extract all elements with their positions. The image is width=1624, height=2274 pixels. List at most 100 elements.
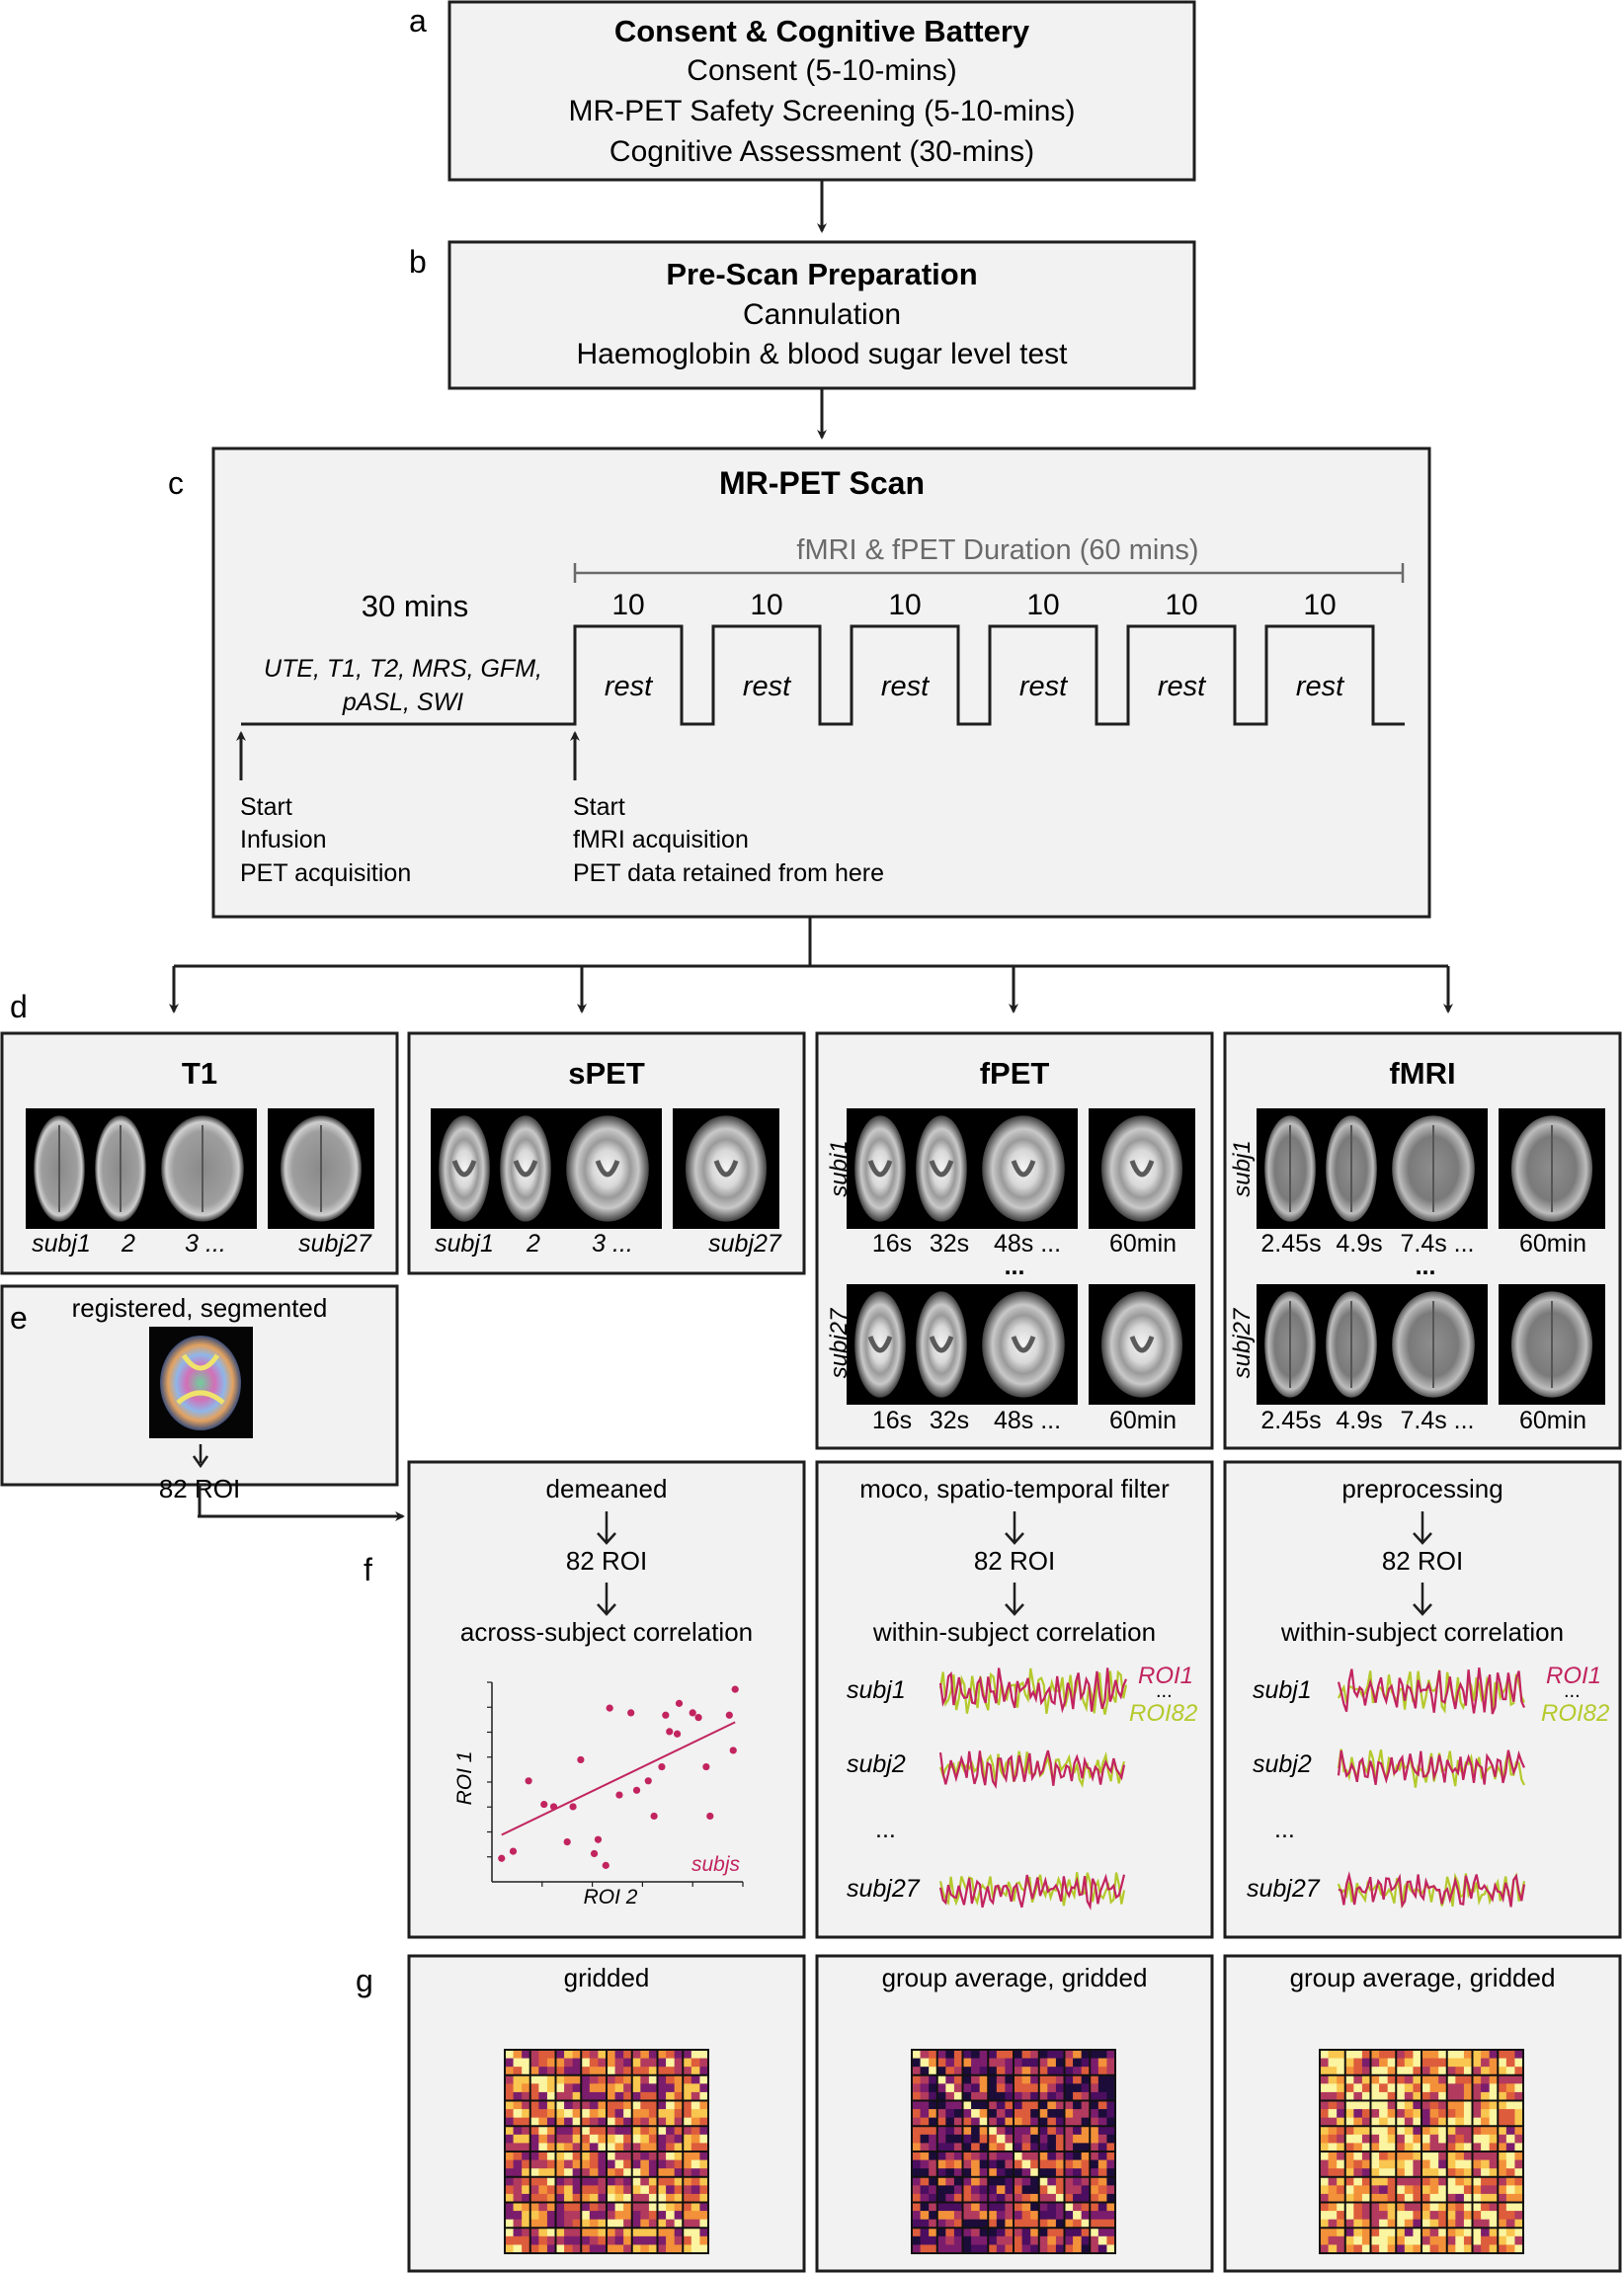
- fmri-matrix-cell: [1320, 2202, 1330, 2212]
- spet-matrix-cell: [699, 2235, 709, 2245]
- fpet-scan-b-1-brain: [854, 1291, 906, 1398]
- fpet-matrix-cell: [988, 2219, 998, 2229]
- fmri-matrix-cell: [1320, 2091, 1330, 2101]
- fpet-ts-roi1-subj1: [938, 1667, 1128, 1714]
- fmri-matrix-cell: [1404, 2219, 1414, 2229]
- fmri-matrix-cell: [1514, 2126, 1524, 2136]
- spet-matrix-cell: [690, 2159, 700, 2169]
- fpet-matrix-cell: [979, 2074, 989, 2084]
- fpet-matrix-cell: [1081, 2159, 1091, 2169]
- fpet-matrix-cell: [1014, 2228, 1023, 2237]
- spet-matrix-cell: [513, 2168, 523, 2178]
- fpet-matrix-cell: [1064, 2235, 1074, 2245]
- fpet-matrix-cell: [1090, 2211, 1099, 2221]
- fmri-matrix-cell: [1361, 2091, 1371, 2101]
- spet-matrix-cell: [623, 2058, 633, 2068]
- spet-matrix-cell: [538, 2202, 548, 2212]
- fmri-matrix-cell: [1370, 2100, 1380, 2110]
- fmri-matrix-cell: [1387, 2244, 1397, 2254]
- fpet-matrix-cell: [936, 2143, 946, 2152]
- spet-matrix-cell: [505, 2083, 515, 2093]
- fpet-step-2: 82 ROI: [974, 1546, 1055, 1576]
- spet-matrix-cell: [666, 2058, 676, 2068]
- spet-matrix-cell: [505, 2228, 515, 2237]
- spet-matrix-cell: [529, 2193, 539, 2203]
- spet-matrix-cell: [607, 2074, 616, 2084]
- fpet-matrix-cell: [945, 2168, 955, 2178]
- fpet-matrix-cell: [1097, 2202, 1107, 2212]
- spet-matrix-cell: [589, 2074, 599, 2084]
- spet-matrix-cell: [666, 2159, 676, 2169]
- spet-matrix-cell: [546, 2050, 556, 2060]
- fmri-matrix-cell: [1337, 2211, 1346, 2221]
- spet-matrix-cell: [607, 2067, 616, 2076]
- spet-matrix-cell: [683, 2244, 692, 2254]
- fpet-matrix-cell: [1097, 2152, 1107, 2161]
- fpet-matrix-cell: [962, 2219, 972, 2229]
- fpet-matrix-cell: [1047, 2176, 1057, 2186]
- fpet-matrix-cell: [996, 2067, 1006, 2076]
- scatter-point: [627, 1709, 635, 1717]
- spet-matrix-cell: [538, 2159, 548, 2169]
- fpet-matrix-cell: [962, 2126, 972, 2136]
- fpet-matrix-cell: [920, 2176, 930, 2186]
- fpet-matrix-cell: [988, 2185, 998, 2195]
- fpet-matrix-cell: [1097, 2168, 1107, 2178]
- fpet-matrix-cell: [1097, 2083, 1107, 2093]
- spet-matrix-cell: [623, 2109, 633, 2119]
- spet-matrix-cell: [564, 2176, 574, 2186]
- fmri-matrix-cell: [1396, 2143, 1406, 2152]
- fpet-matrix-cell: [1064, 2211, 1074, 2221]
- spet-matrix-cell: [607, 2219, 616, 2229]
- fpet-matrix-cell: [971, 2100, 981, 2110]
- fmri-matrix-cell: [1387, 2176, 1397, 2186]
- fpet-matrix-cell: [936, 2211, 946, 2221]
- fmri-matrix-cell: [1455, 2109, 1465, 2119]
- sequences-line-2: pASL, SWI: [342, 689, 463, 716]
- spet-matrix-cell: [657, 2117, 667, 2127]
- fpet-matrix-cell: [1021, 2219, 1031, 2229]
- fmri-matrix-cell: [1472, 2091, 1482, 2101]
- spet-matrix-cell: [513, 2117, 523, 2127]
- t1-label-3: 3 ...: [185, 1230, 226, 1258]
- fmri-matrix-cell: [1489, 2117, 1499, 2127]
- spet-matrix-cell: [614, 2134, 624, 2144]
- fpet-matrix-cell: [912, 2091, 922, 2101]
- spet-matrix-cell: [631, 2159, 641, 2169]
- fmri-matrix-cell: [1344, 2083, 1354, 2093]
- spet-matrix-cell: [513, 2050, 523, 2060]
- fpet-matrix-cell: [1097, 2235, 1107, 2245]
- spet-matrix-cell: [648, 2109, 658, 2119]
- fpet-matrix-cell: [945, 2185, 955, 2195]
- fmri-matrix-cell: [1489, 2109, 1499, 2119]
- fpet-matrix-cell: [971, 2168, 981, 2178]
- fpet-matrix-cell: [912, 2117, 922, 2127]
- spet-step-3: across-subject correlation: [460, 1617, 753, 1647]
- spet-matrix-cell: [640, 2193, 650, 2203]
- fpet-matrix-cell: [1064, 2185, 1074, 2195]
- fmri-matrix-cell: [1472, 2083, 1482, 2093]
- spet-matrix-cell: [631, 2109, 641, 2119]
- fpet-matrix-cell: [988, 2091, 998, 2101]
- fmri-matrix-cell: [1489, 2134, 1499, 2144]
- fpet-matrix-cell: [1038, 2202, 1048, 2212]
- spet-matrix-cell: [631, 2050, 641, 2060]
- fpet-matrix-cell: [1064, 2193, 1074, 2203]
- spet-matrix-cell: [657, 2074, 667, 2084]
- spet-matrix-cell: [598, 2126, 608, 2136]
- fpet-matrix-cell: [996, 2109, 1006, 2119]
- fmri-matrix-cell: [1353, 2058, 1363, 2068]
- fmri-matrix-cell: [1413, 2168, 1422, 2178]
- fmri-matrix-cell: [1353, 2235, 1363, 2245]
- spet-matrix-cell: [555, 2202, 565, 2212]
- spet-matrix-cell: [522, 2159, 531, 2169]
- fmri-matrix-cell: [1514, 2193, 1524, 2203]
- fpet-matrix-cell: [1005, 2219, 1015, 2229]
- fpet-matrix-cell: [1106, 2067, 1116, 2076]
- spet-matrix-cell: [683, 2067, 692, 2076]
- fmri-matrix-cell: [1413, 2244, 1422, 2254]
- fmri-matrix-cell: [1337, 2091, 1346, 2101]
- fpet-matrix-cell: [945, 2176, 955, 2186]
- spet-matrix-cell: [538, 2058, 548, 2068]
- fpet-matrix-cell: [1106, 2202, 1116, 2212]
